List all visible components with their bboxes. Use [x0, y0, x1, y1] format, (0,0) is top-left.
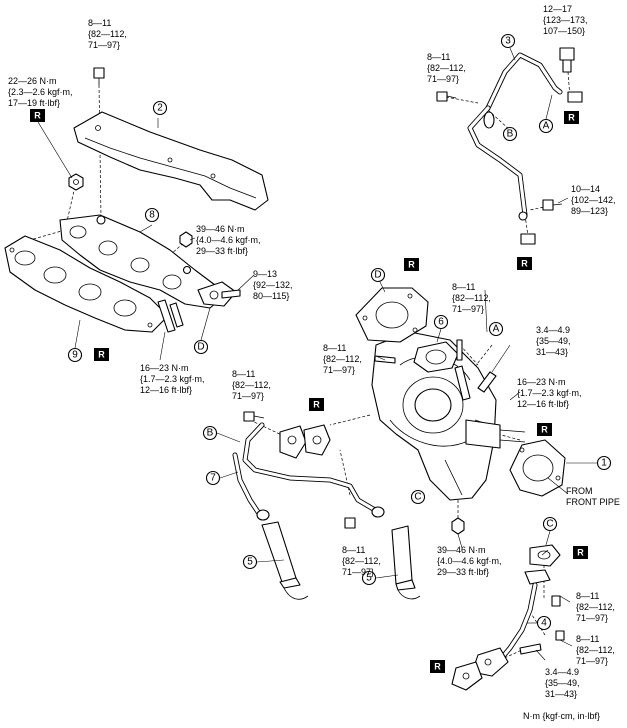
ref-letter-a-top: A: [543, 121, 550, 132]
turbocharger: [371, 331, 526, 501]
torque-spec: 12—17 {123—173, 107—150}: [543, 4, 590, 36]
svg-text:R: R: [34, 111, 41, 121]
callout-circle: [596, 455, 612, 471]
ref-letter-b-left: B: [207, 428, 214, 439]
svg-text:R: R: [434, 662, 441, 672]
torque-spec: 3.4—4.9 {35—49, 31—43}: [536, 325, 573, 357]
ref-letter-d-manifold: D: [197, 342, 204, 353]
fasteners: [68, 47, 583, 641]
part-number-1: 1: [601, 458, 607, 469]
heat-insulator: [73, 111, 269, 211]
torque-spec: 8—11 {82—112, 71—97}: [232, 369, 273, 401]
part-number-5-right: 5: [366, 573, 372, 584]
torque-spec: 9—13 {92—132, 80—115}: [253, 269, 295, 301]
replace-mark: R: [94, 348, 109, 361]
torque-spec: 39—46 N·m {4.0—4.6 kgf·m, 29—33 ft·lbf}: [196, 224, 263, 256]
torque-spec: 8—11 {82—112, 71—97}: [88, 18, 129, 50]
turbo-gasket-upper: [355, 287, 429, 343]
replace-mark: R: [30, 109, 45, 122]
svg-text:R: R: [408, 260, 415, 270]
torque-spec: 8—11 {82—112, 71—97}: [342, 545, 383, 577]
part-number-4: 4: [541, 618, 547, 629]
torque-spec: 16—23 N·m {1.7—2.3 kgf·m, 12—16 ft·lbf}: [517, 377, 584, 409]
leader-lines: [37, 118, 573, 661]
water-pipe: [232, 422, 385, 521]
svg-text:R: R: [313, 400, 320, 410]
hoses: [261, 521, 421, 600]
manifold-gasket: [4, 235, 169, 333]
part-number-5-left: 5: [247, 557, 253, 568]
svg-text:R: R: [568, 113, 575, 123]
svg-text:R: R: [98, 350, 105, 360]
replace-mark: R: [564, 111, 579, 124]
manifold-studs: [157, 289, 241, 333]
replace-mark: R: [309, 398, 324, 411]
svg-text:R: R: [541, 425, 548, 435]
outlet-gasket: [509, 439, 566, 497]
replace-mark: R: [430, 660, 445, 673]
svg-text:R: R: [521, 259, 528, 269]
replace-mark: R: [573, 546, 588, 559]
torque-spec: 3.4—4.9 {35—49, 31—43}: [545, 667, 582, 699]
svg-text:R: R: [577, 548, 584, 558]
replace-mark: R: [537, 423, 552, 436]
torque-spec: 8—11 {82—112, 71—97}: [323, 343, 364, 375]
torque-spec: 8—11 {82—112, 71—97}: [452, 282, 493, 314]
units-note: N·m {kgf·cm, in·lbf}: [523, 711, 600, 721]
part-number-7: 7: [210, 473, 216, 484]
torque-spec: 8—11 {82—112, 71—97}: [576, 591, 617, 623]
torque-spec: 10—14 {102—142, 89—123}: [571, 184, 618, 216]
part-number-callouts: 1 2 3 4 5 5 6 7 8 9: [67, 33, 612, 631]
part-number-3: 3: [505, 36, 511, 47]
torque-spec: 8—11 {82—112, 71—97}: [576, 634, 617, 666]
torque-spec: 39—46 N·m {4.0—4.6 kgf·m, 29—33 ft·lbf}: [437, 545, 504, 577]
part-number-8: 8: [149, 210, 155, 221]
front-pipe-note: FROM FRONT PIPE: [566, 486, 620, 507]
part-number-9: 9: [72, 350, 78, 361]
part-number-6: 6: [438, 317, 444, 328]
replace-mark: R: [517, 257, 532, 270]
ref-letter-c-turbo: C: [414, 492, 421, 503]
front-pipe-pointer: [547, 477, 569, 495]
replace-marks: R R R R R R R R R: [30, 109, 588, 673]
torque-spec: 16—23 N·m {1.7—2.3 kgf·m, 12—16 ft·lbf}: [140, 363, 207, 395]
oil-return-pipe: [451, 544, 561, 691]
reference-letter-callouts: A A B B C C D D: [193, 94, 558, 546]
torque-spec: 8—11 {82—112, 71—97}: [427, 52, 468, 84]
torque-spec-labels: 8—11 {82—112, 71—97} 22—26 N·m {2.3—2.6 …: [8, 4, 618, 699]
ref-letter-d-turbo: D: [374, 270, 381, 281]
ref-letter-a-mid: A: [493, 324, 500, 335]
ref-letter-c-bottom: C: [546, 519, 553, 530]
part-number-2: 2: [157, 103, 163, 114]
oil-pipe: [467, 52, 563, 221]
replace-mark: R: [404, 258, 419, 271]
torque-spec: 22—26 N·m {2.3—2.6 kgf·m, 17—19 ft·lbf}: [8, 76, 75, 108]
ref-letter-b-top: B: [507, 129, 514, 140]
